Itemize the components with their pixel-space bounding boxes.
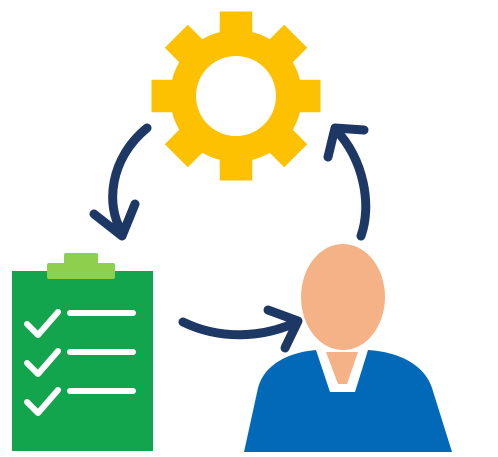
checkmark-icon <box>24 348 61 377</box>
arrow-gear-to-clipboard-icon <box>108 123 152 237</box>
gear-hole <box>196 56 276 136</box>
person-head <box>301 244 385 350</box>
gear-icon <box>151 11 321 181</box>
person-neck <box>326 352 358 384</box>
arrow-clipboard-to-person-icon <box>178 317 302 340</box>
clipboard-checklist-icon <box>12 253 153 451</box>
clipboard-clip-base <box>47 263 115 279</box>
clipboard-board <box>12 271 153 451</box>
arrow-head-left-icon <box>89 199 140 241</box>
checkmark-icon <box>24 387 61 416</box>
arrow-head-up-icon <box>323 123 369 162</box>
cycle-arrows <box>89 123 371 353</box>
arrow-person-to-gear-icon <box>331 125 371 241</box>
clipboard-clip-top <box>64 253 98 267</box>
arrow-head-right-icon <box>263 305 303 353</box>
person-icon <box>244 244 452 452</box>
person-body <box>244 350 452 452</box>
checkmark-icon <box>24 309 61 338</box>
